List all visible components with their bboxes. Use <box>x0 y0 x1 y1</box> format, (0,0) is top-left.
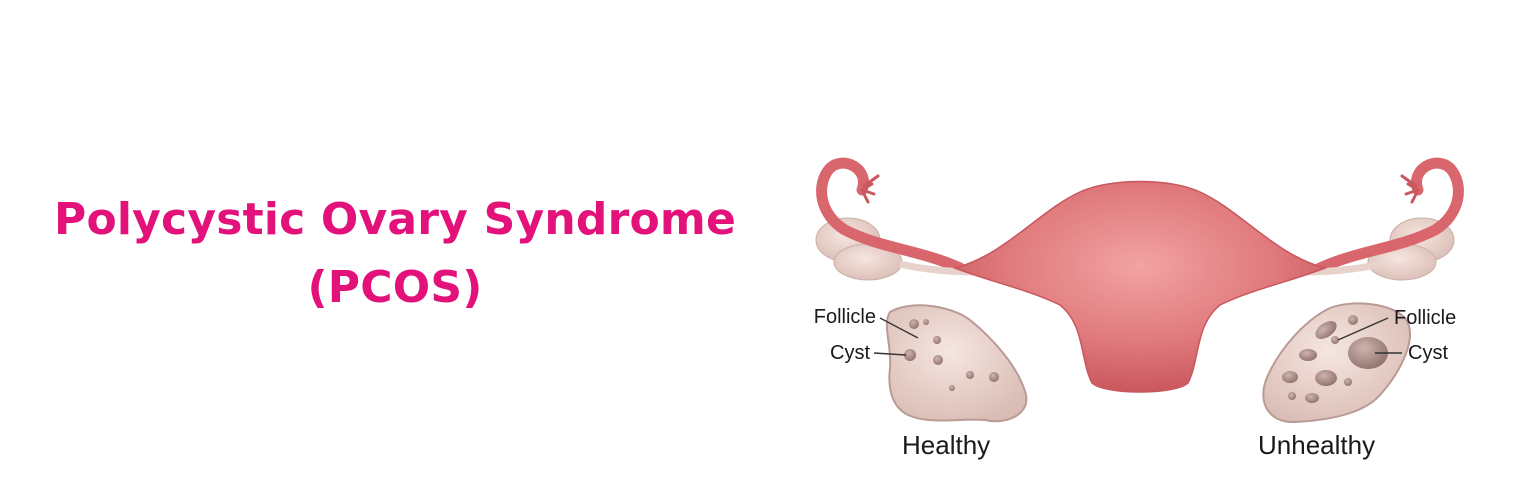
right-fallopian-tube <box>1314 157 1464 274</box>
left-fallopian-tube <box>816 157 966 274</box>
unhealthy-cyst-label: Cyst <box>1408 342 1448 364</box>
uterus-body <box>952 180 1328 393</box>
unhealthy-caption: Unhealthy <box>1258 430 1376 460</box>
healthy-follicle-label: Follicle <box>813 306 876 328</box>
pcos-uterus-diagram: Follicle Cyst Healthy Follicle Cyst Unhe… <box>790 140 1490 480</box>
title-line-2: (PCOS) <box>307 262 483 313</box>
right-fimbriae <box>1400 174 1420 204</box>
page-title: Polycystic Ovary Syndrome (PCOS) <box>20 186 770 322</box>
left-fimbriae <box>860 174 880 204</box>
healthy-caption: Healthy <box>902 430 991 460</box>
unhealthy-ovary <box>1262 302 1411 424</box>
title-line-1: Polycystic Ovary Syndrome <box>54 194 736 245</box>
healthy-ovary <box>885 304 1028 423</box>
unhealthy-follicle-leader <box>1337 317 1389 341</box>
healthy-cyst-leader <box>873 352 907 356</box>
uterus-illustration <box>815 157 1464 424</box>
unhealthy-follicle-label: Follicle <box>1394 307 1457 329</box>
healthy-cyst-label: Cyst <box>830 342 870 364</box>
healthy-follicle-leader <box>879 317 919 339</box>
